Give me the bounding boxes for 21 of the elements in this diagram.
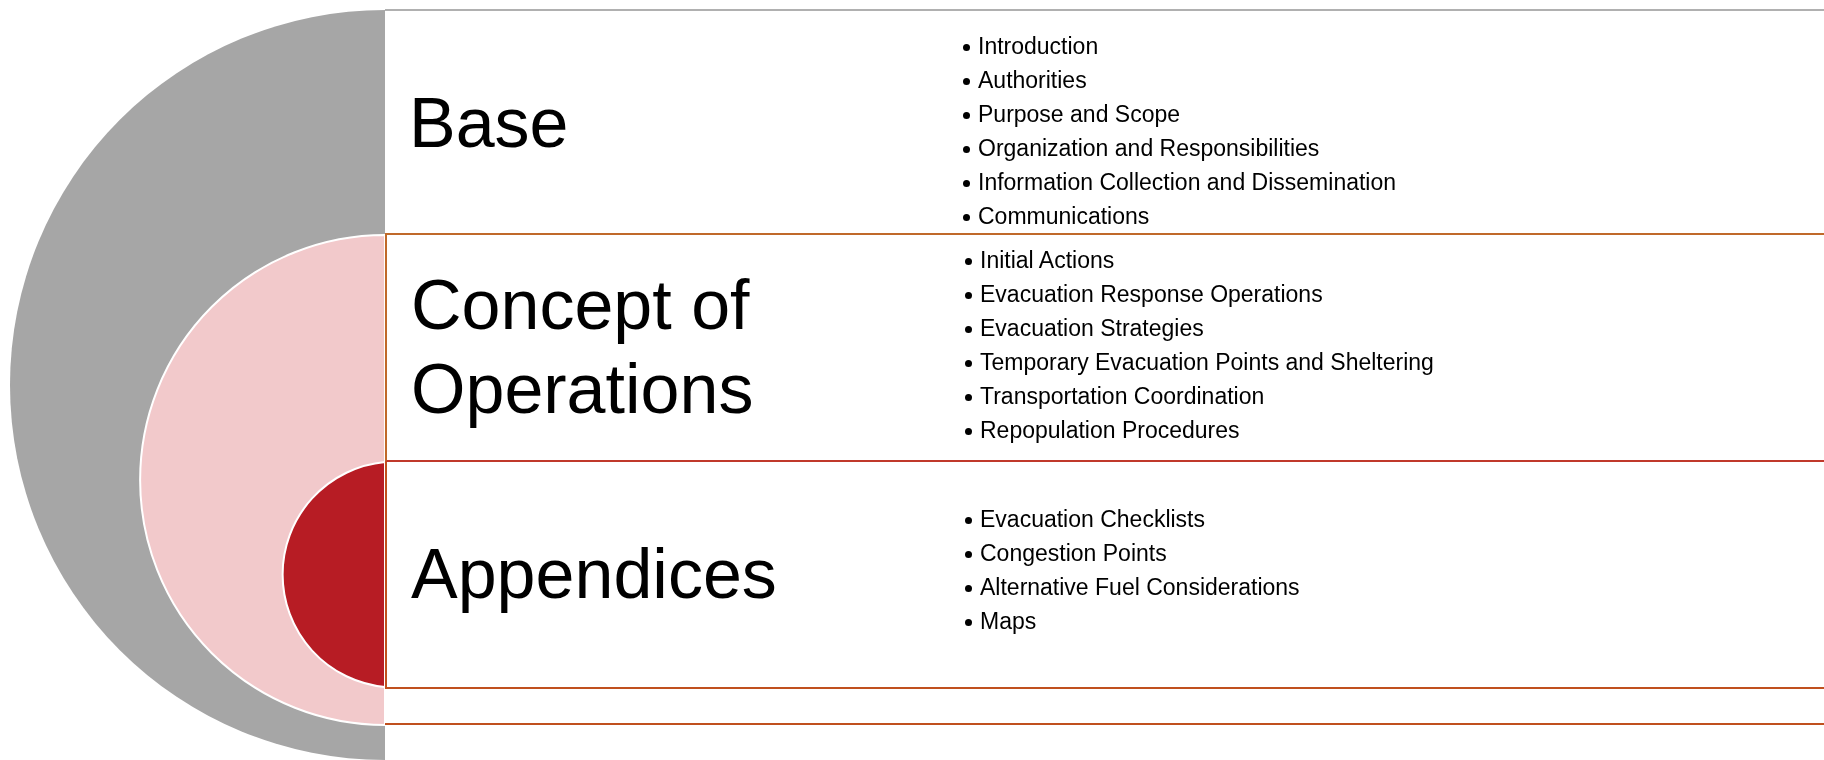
bullet-item: Maps (980, 608, 1037, 634)
bullet-item: Authorities (978, 67, 1087, 93)
bullet-item: Organization and Responsibilities (978, 135, 1320, 161)
bullet-item: Initial Actions (980, 247, 1115, 273)
section-heading: Appendices (411, 534, 778, 615)
section-band (385, 9, 1824, 235)
bullet-item: Evacuation Strategies (980, 315, 1204, 341)
bullet-item: Communications (978, 203, 1150, 229)
bullet-item: Introduction (978, 33, 1099, 59)
bullet-item: Transportation Coordination (980, 383, 1265, 409)
bullet-item: Alternative Fuel Considerations (980, 574, 1300, 600)
bullet-item: Purpose and Scope (978, 101, 1181, 127)
bullet-item: Evacuation Response Operations (980, 281, 1323, 307)
bullet-item: Information Collection and Dissemination (978, 169, 1397, 195)
section-heading: Concept of Operations (411, 265, 755, 430)
bullet-item: Evacuation Checklists (980, 506, 1205, 532)
bullet-item: Temporary Evacuation Points and Sheltering (980, 349, 1434, 375)
section-heading: Base (409, 83, 570, 164)
section-band (385, 235, 1824, 462)
bullet-item: Congestion Points (980, 540, 1167, 566)
bullet-item: Repopulation Procedures (980, 417, 1240, 443)
